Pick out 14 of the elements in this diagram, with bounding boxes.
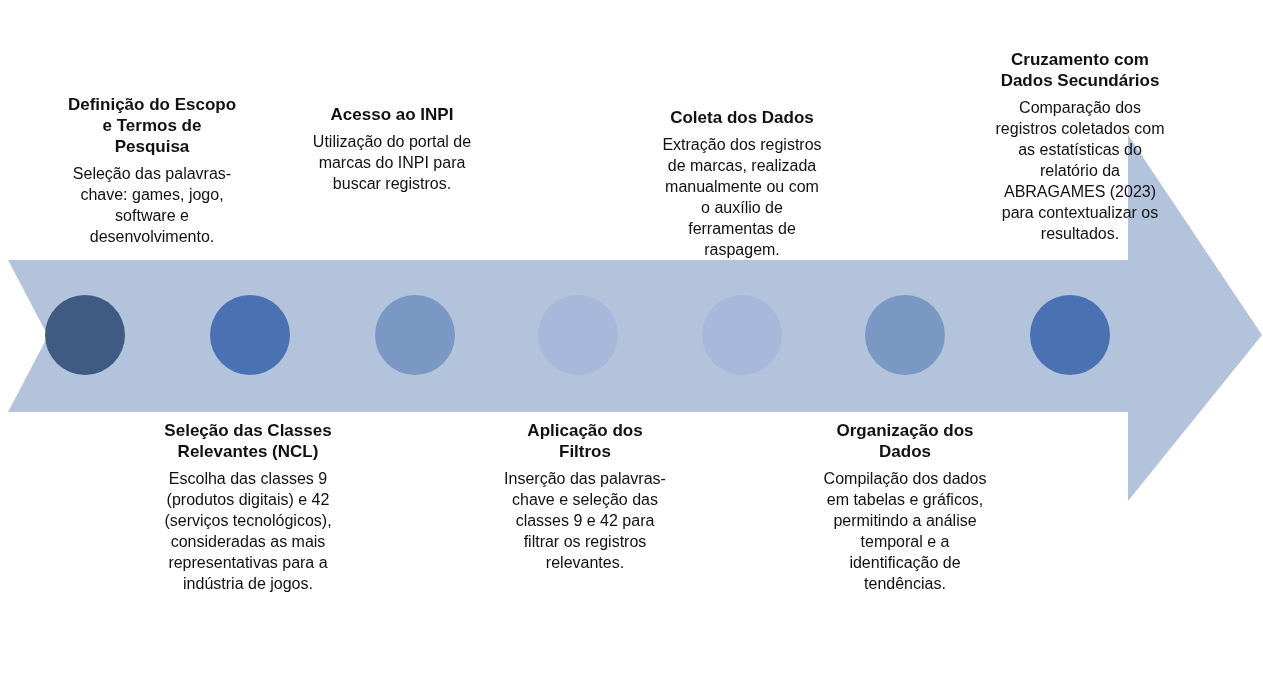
step-description: Escolha das classes 9 (produtos digitais) e 42 (serviços tecnológicos), consideradas as mais representativas para a indústria de jogos. (163, 469, 333, 594)
step-title: Definição do Escopo e Termos de Pesquisa (66, 94, 238, 157)
step-description: Utilização do portal de marcas do INPI para buscar registros. (311, 132, 473, 194)
step-title: Organização dos Dados (835, 420, 975, 462)
step-title: Cruzamento com Dados Secundários (999, 49, 1161, 91)
step-description: Inserção das palavras-chave e seleção das classes 9 e 42 para filtrar os registros relevantes. (503, 469, 667, 573)
step-description: Seleção das palavras-chave: games, jogo, software e desenvolvimento. (71, 164, 233, 247)
step-title: Seleção das Classes Relevantes (NCL) (163, 420, 333, 462)
step-description: Extração dos registros de marcas, realizada manualmente ou com o auxílio de ferramentas de raspagem. (662, 135, 822, 260)
step-title: Aplicação dos Filtros (526, 420, 644, 462)
step-title: Coleta dos Dados (669, 107, 815, 128)
step-description: Compilação dos dados em tabelas e gráficos, permitindo a análise temporal e a identificação de tendências. (822, 469, 988, 594)
step-description: Comparação dos registros coletados com as estatísticas do relatório da ABRAGAMES (2023) para contextualizar os resultados. (994, 98, 1166, 244)
step-title: Acesso ao INPI (329, 104, 455, 125)
